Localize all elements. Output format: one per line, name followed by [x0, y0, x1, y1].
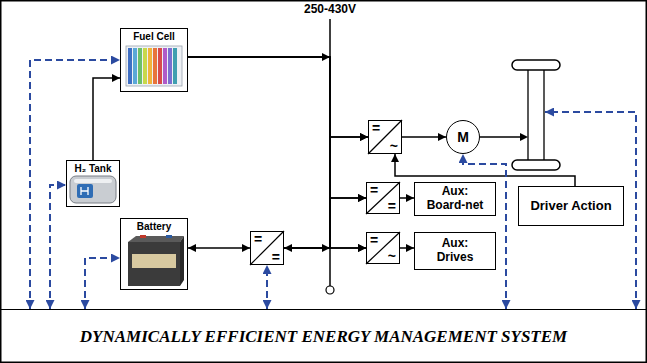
- converter-symbol: =: [370, 183, 378, 197]
- cell-plate: [148, 48, 152, 84]
- power-line: [284, 137, 368, 248]
- arrow-head: [520, 133, 528, 141]
- tank-badge: [77, 184, 93, 198]
- tank-highlight: [74, 179, 112, 183]
- power-line: [188, 57, 368, 137]
- converter-symbol: =: [372, 121, 380, 135]
- band-title: DYNAMICALLY EFFICIENT ENERGY MANAGEMENT …: [80, 327, 567, 347]
- hydrogen-tank-picture: [70, 176, 116, 203]
- battery-picture: [128, 235, 184, 286]
- battery-sticker: [132, 254, 176, 268]
- power-line: [188, 57, 366, 198]
- battery-box: Battery: [120, 218, 188, 290]
- power-line: [400, 247, 414, 249]
- converter-diagonal: [366, 182, 400, 214]
- hydrogen-tank-box: H₂ Tank: [66, 160, 120, 207]
- power-line: [284, 198, 366, 248]
- cell-plate: [133, 48, 137, 84]
- cell-plate: [153, 48, 157, 84]
- converter-diagonal: [368, 120, 402, 154]
- battery-terminal: [140, 235, 146, 238]
- axle-shaft: [528, 68, 544, 164]
- battery-front: [128, 242, 180, 286]
- converter-symbol: =: [254, 232, 262, 246]
- power-line: [188, 57, 366, 248]
- wheel: [512, 60, 560, 70]
- badge-mark: [81, 187, 88, 195]
- box-label: Aux: Drives: [424, 237, 486, 265]
- box-label: Driver Action: [530, 199, 611, 214]
- component-label: Fuel Cell: [133, 31, 175, 43]
- control-signal-line: [50, 185, 66, 309]
- motor-label: M: [457, 129, 469, 145]
- power-line: [400, 197, 414, 199]
- power-line: [402, 136, 446, 138]
- tank-body: [70, 176, 116, 203]
- bus-terminal: [326, 286, 334, 294]
- dc-dc-converter: ==: [366, 182, 400, 214]
- component-label: H₂ Tank: [74, 163, 111, 175]
- wheel: [512, 160, 560, 170]
- power-line: [188, 247, 250, 249]
- motor-circle: M: [446, 120, 480, 154]
- dc-ac-inverter: =~: [368, 120, 402, 154]
- auxiliary-box: Aux: Board-net: [414, 182, 496, 216]
- control-signal-line: [266, 265, 268, 309]
- cell-plate: [173, 48, 177, 84]
- cell-plate: [168, 48, 172, 84]
- dc-dc-converter: ==: [250, 231, 284, 265]
- control-signal-line: [30, 60, 120, 309]
- converter-symbol: ~: [390, 139, 398, 153]
- battery-top: [128, 236, 184, 242]
- system-band: DYNAMICALLY EFFICIENT ENERGY MANAGEMENT …: [0, 309, 647, 363]
- power-line: [93, 78, 120, 160]
- converter-diagonal: [250, 231, 284, 265]
- voltage-label: 250-430V: [304, 2, 356, 16]
- cell-plate: [163, 48, 167, 84]
- converter-symbol: ~: [388, 249, 396, 263]
- stack-frame: [126, 46, 182, 86]
- cell-plate: [138, 48, 142, 84]
- converter-diagonal: [366, 232, 400, 264]
- component-label: Battery: [137, 221, 171, 233]
- converter-symbol: =: [272, 250, 280, 264]
- battery-side: [180, 236, 184, 286]
- auxiliary-box: Aux: Drives: [414, 232, 496, 270]
- driver-box: Driver Action: [518, 186, 624, 226]
- converter-symbol: =: [370, 233, 378, 247]
- control-signal-line: [85, 258, 120, 309]
- power-line: [284, 247, 366, 249]
- fuel-cell-box: Fuel Cell: [120, 28, 188, 92]
- wheel-axle-picture: [512, 60, 560, 170]
- box-label: Aux: Board-net: [424, 185, 486, 213]
- cell-plate: [143, 48, 147, 84]
- converter-symbol: =: [388, 199, 396, 213]
- cell-plate: [128, 48, 132, 84]
- cell-plate: [158, 48, 162, 84]
- shaft-line: [480, 136, 520, 138]
- dc-ac-inverter: =~: [366, 232, 400, 264]
- battery-terminal: [166, 235, 172, 238]
- fuel-cell-picture: [126, 46, 182, 86]
